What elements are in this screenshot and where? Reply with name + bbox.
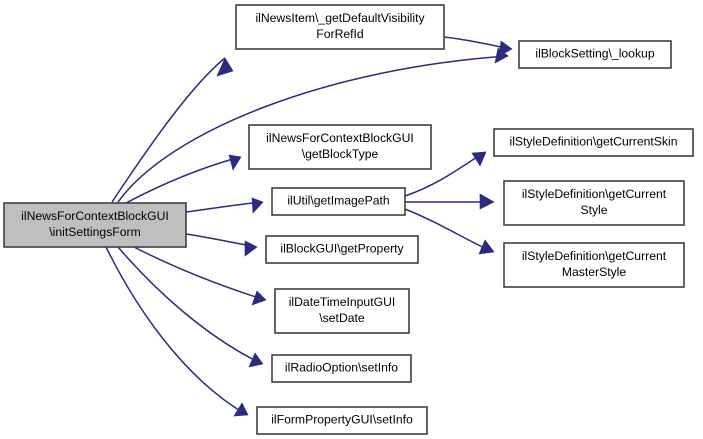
node-box[interactable] [256, 406, 428, 435]
arrowhead-icon [498, 40, 513, 57]
edge-line [117, 55, 509, 203]
node-label-line: ilBlockSetting\_lookup [535, 47, 654, 61]
node-label-line: ilStyleDefinition\getCurrent [522, 187, 667, 201]
call-edge-root-to-getImagePath [185, 197, 264, 214]
edge-layer [105, 36, 513, 417]
edge-line [125, 156, 241, 204]
node-box[interactable] [274, 288, 410, 334]
call-edge-getImagePath-to-getCurrentSkin [404, 151, 487, 197]
graph-node-root[interactable]: ilNewsForContextBlockGUI \initSettingsFor… [3, 202, 187, 248]
call-edge-root-to-getProperty [185, 233, 258, 257]
node-label-line: ilFormPropertyGUI\setInfo [271, 413, 413, 427]
call-edge-getImagePath-to-getCurrentStyle [405, 193, 495, 210]
node-box[interactable] [493, 128, 694, 157]
node-label-line: MasterStyle [562, 265, 627, 279]
graph-node-setInfoRadio[interactable]: ilRadioOption\setInfo [271, 354, 412, 383]
node-label-line: ilStyleDefinition\getCurrent [522, 249, 667, 263]
edge-line [111, 57, 226, 203]
edge-line [117, 246, 263, 365]
node-box[interactable] [503, 180, 685, 226]
edge-line [105, 246, 248, 416]
call-edge-root-to-getBlockType [125, 154, 242, 204]
node-box[interactable] [235, 4, 445, 50]
node-label-line: \initSettingsForm [49, 225, 140, 239]
arrowhead-icon [216, 57, 234, 77]
arrowhead-icon [251, 290, 267, 306]
graph-node-getBlockType[interactable]: ilNewsForContextBlockGUI \getBlockType [248, 124, 432, 170]
node-label-line: ilUtil\getImagePath [287, 194, 389, 208]
arrowhead-icon [479, 193, 495, 210]
arrowhead-icon [244, 240, 258, 257]
node-box[interactable] [271, 187, 406, 216]
node-layer: ilNewsForContextBlockGUI \initSettingsFor… [3, 4, 694, 435]
node-label-line: ilRadioOption\setInfo [285, 361, 398, 375]
graph-node-getProperty[interactable]: ilBlockGUI\getProperty [265, 235, 419, 264]
call-edge-root-to-getDefaultVisibility [111, 57, 234, 203]
node-label-line: \setDate [319, 311, 365, 325]
node-label-line: \getBlockType [302, 147, 379, 161]
node-label-line: ilNewsForContextBlockGUI [21, 209, 169, 223]
graph-node-getCurrentSkin[interactable]: ilStyleDefinition\getCurrentSkin [493, 128, 694, 157]
arrowhead-icon [251, 197, 264, 214]
arrowhead-icon [233, 402, 249, 417]
node-label-line: ilStyleDefinition\getCurrentSkin [510, 135, 678, 149]
arrowhead-icon [478, 239, 495, 255]
arrowhead-icon [248, 352, 264, 368]
graph-node-setInfoFormProperty[interactable]: ilFormPropertyGUI\setInfo [256, 406, 428, 435]
node-label-line: ForRefId [316, 27, 363, 41]
edge-line [185, 201, 263, 213]
graph-node-blockSettingLookup[interactable]: ilBlockSetting\_lookup [518, 40, 672, 69]
call-edge-root-to-setInfoFormProperty [105, 246, 249, 417]
node-box[interactable] [3, 202, 187, 248]
call-edge-getDefaultVisibility-to-blockSettingLookup [443, 36, 513, 57]
node-label-line: ilNewsForContextBlockGUI [266, 131, 414, 145]
edge-line [133, 246, 266, 301]
call-edge-root-to-setDate [133, 246, 267, 306]
arrowhead-icon [228, 154, 242, 171]
call-edge-getImagePath-to-getCurrentMasterStyle [404, 208, 495, 255]
node-box[interactable] [503, 242, 685, 288]
node-box[interactable] [271, 354, 412, 383]
node-label-line: Style [580, 203, 607, 217]
node-box[interactable] [248, 124, 432, 170]
node-label-line: ilDateTimeInputGUI [289, 295, 396, 309]
graph-node-setDate[interactable]: ilDateTimeInputGUI \setDate [274, 288, 410, 334]
node-box[interactable] [265, 235, 419, 264]
call-edge-root-to-setInfoRadio [117, 246, 264, 368]
arrowhead-icon [471, 151, 487, 167]
node-box[interactable] [518, 40, 672, 69]
node-label-line: ilBlockGUI\getProperty [280, 242, 404, 256]
graph-node-getImagePath[interactable]: ilUtil\getImagePath [271, 187, 406, 216]
node-label-line: ilNewsItem\_getDefaultVisibility [255, 11, 425, 25]
